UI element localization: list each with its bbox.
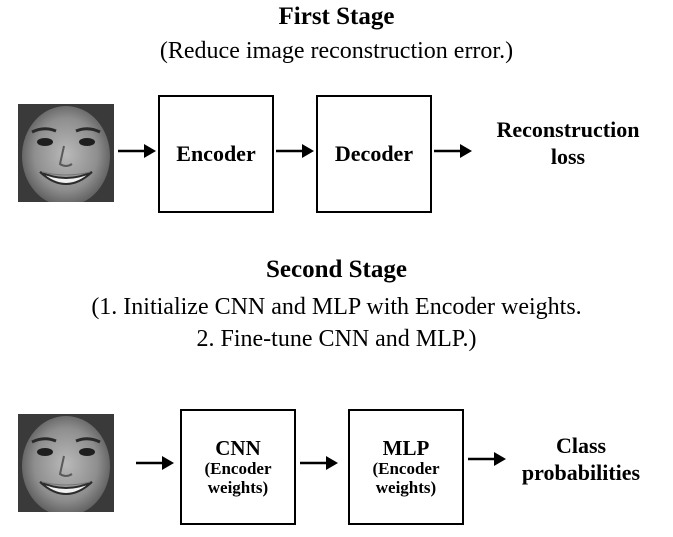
cnn-sub-label-1: (Encoder [204, 459, 272, 478]
face-image-icon [18, 104, 114, 202]
cnn-sub-label-2: weights) [207, 478, 269, 497]
arrow-right-icon [468, 452, 506, 466]
second-stage-subtitle-line-1: (1. Initialize CNN and MLP with Encoder … [91, 294, 582, 320]
first-stage-subtitle: (Reduce image reconstruction error.) [159, 38, 514, 64]
output-line-1: Reconstruction [496, 117, 640, 142]
decoder-label: Decoder [334, 141, 414, 166]
arrow-right-icon [300, 456, 338, 470]
first-stage-title: First Stage [278, 3, 395, 30]
second-stage-title: Second Stage [266, 256, 407, 283]
encoder-label: Encoder [176, 141, 256, 166]
arrow-right-icon [276, 144, 314, 158]
cnn-box: CNN (Encoder weights) [180, 409, 296, 525]
face-image-icon [18, 414, 114, 512]
output-line-2: probabilities [521, 460, 641, 485]
output-line-2: loss [550, 144, 586, 169]
decoder-box: Decoder [316, 95, 432, 213]
mlp-box: MLP (Encoder weights) [348, 409, 464, 525]
arrow-right-icon [136, 456, 174, 470]
arrow-right-icon [434, 144, 472, 158]
reconstruction-loss-label: Reconstruction loss [468, 116, 668, 170]
class-probabilities-label: Class probabilities [500, 432, 662, 486]
mlp-label: MLP [382, 436, 430, 460]
arrow-right-icon [118, 144, 156, 158]
cnn-label: CNN [215, 436, 261, 460]
mlp-sub-label-2: weights) [375, 478, 437, 497]
mlp-sub-label-1: (Encoder [372, 459, 440, 478]
second-stage-subtitle-line-2: 2. Fine-tune CNN and MLP.) [196, 326, 477, 352]
encoder-box: Encoder [158, 95, 274, 213]
output-line-1: Class [555, 433, 607, 458]
